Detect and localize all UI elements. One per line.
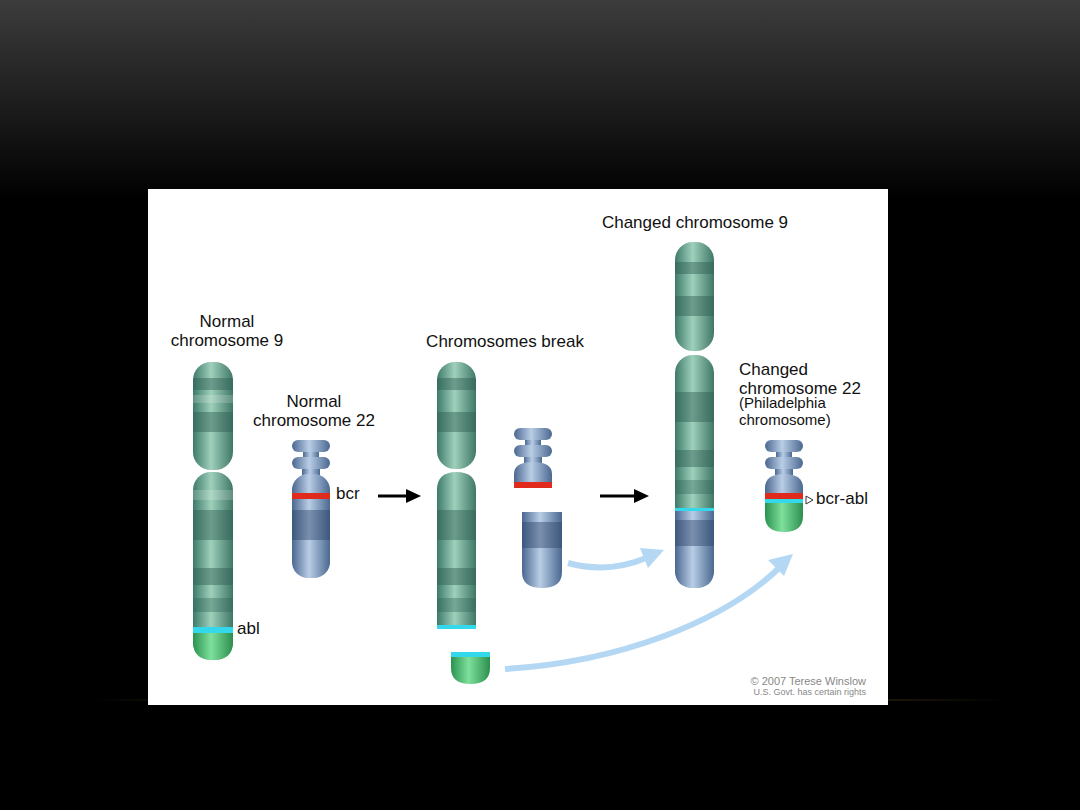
slide-header-gradient: [0, 0, 1080, 200]
chromosome-22-broken: [514, 428, 562, 588]
chromosome-22-normal: [292, 440, 330, 578]
abl-fragment: [451, 652, 490, 684]
translocation-arrow: [505, 548, 793, 669]
step-label: Chromosomes break: [400, 332, 610, 351]
chromosome-note: (Philadelphia chromosome): [739, 395, 869, 429]
step-arrow: [378, 489, 421, 503]
copyright-note: U.S. Govt. has certain rights: [680, 687, 866, 697]
chromosome-label: Normal chromosome 22: [244, 392, 384, 430]
figure-panel: [148, 189, 888, 705]
pointer: [806, 496, 813, 504]
chromosome-label: Changed chromosome 22: [739, 360, 879, 398]
philadelphia-chromosome: [765, 440, 813, 532]
gene-label: abl: [237, 619, 277, 638]
chromosome-9-normal: [193, 362, 233, 660]
gene-label: bcr: [336, 484, 376, 503]
chromosome-label: Normal chromosome 9: [160, 312, 294, 350]
chromosome-9-broken: [437, 362, 476, 629]
copyright-note: © 2007 Terese Winslow: [680, 675, 866, 687]
chromosome-label: Changed chromosome 9: [580, 213, 810, 232]
step-arrow: [600, 489, 649, 503]
chromosome-9-changed: [675, 242, 714, 588]
gene-label: bcr-abl: [816, 489, 886, 508]
